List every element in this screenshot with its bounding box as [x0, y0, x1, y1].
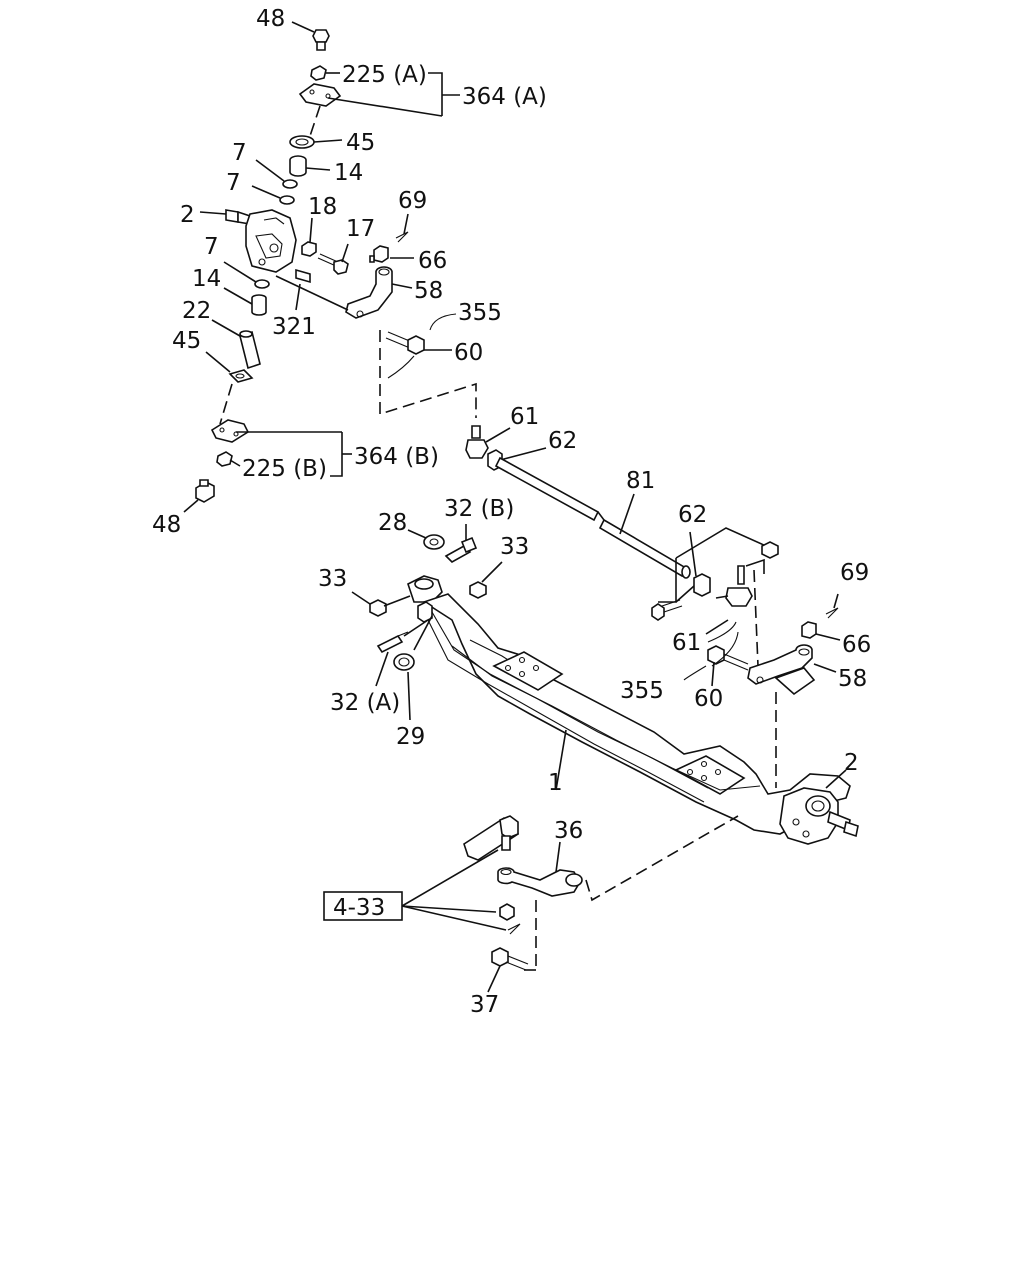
callout-14-a: 14 — [334, 160, 363, 186]
callout-61-right: 61 — [672, 630, 701, 656]
callout-22: 22 — [182, 298, 211, 324]
callout-62-top: 62 — [548, 428, 577, 454]
callout-29: 29 — [396, 724, 425, 750]
right-knuckle-2 — [779, 769, 859, 845]
steering-arm-group — [323, 815, 739, 993]
callout-33-right: 33 — [500, 534, 529, 560]
callout-355-right: 355 — [620, 678, 664, 704]
upper-king-pin-group — [183, 21, 460, 513]
callout-69-top: 69 — [398, 188, 427, 214]
callout-81: 81 — [626, 468, 655, 494]
callout-37: 37 — [470, 992, 499, 1018]
callout-28: 28 — [378, 510, 407, 536]
axle-end-parts-group — [351, 524, 503, 721]
callout-45-top: 45 — [346, 130, 375, 156]
callout-61-top: 61 — [510, 404, 539, 430]
callout-48-bottom: 48 — [152, 512, 181, 538]
callout-32a: 32 (A) — [330, 690, 400, 716]
callout-reference-4-33: 4-33 — [333, 895, 385, 921]
callout-62-right: 62 — [678, 502, 707, 528]
tie-rod-81 — [494, 456, 691, 579]
callout-355-top: 355 — [458, 300, 502, 326]
callout-33-left: 33 — [318, 566, 347, 592]
callout-14-b: 14 — [192, 266, 221, 292]
callout-7-b: 7 — [226, 170, 241, 196]
callout-2-right: 2 — [844, 750, 859, 776]
callout-32b: 32 (B) — [444, 496, 514, 522]
callout-321: 321 — [272, 314, 316, 340]
right-tie-rod-end-group — [651, 527, 841, 788]
callout-66-top: 66 — [418, 248, 447, 274]
callout-1: 1 — [548, 770, 563, 796]
callout-18: 18 — [308, 194, 337, 220]
callout-2-left: 2 — [180, 202, 195, 228]
callout-60-top: 60 — [454, 340, 483, 366]
callout-7-a: 7 — [232, 140, 247, 166]
callout-364a: 364 (A) — [462, 84, 547, 110]
callout-45-mid: 45 — [172, 328, 201, 354]
callout-58-top: 58 — [414, 278, 443, 304]
callout-364b: 364 (B) — [354, 444, 439, 470]
callout-17: 17 — [346, 216, 375, 242]
callout-60-right: 60 — [694, 686, 723, 712]
callout-labels: 48 225 (A) 364 (A) 45 7 14 7 2 18 17 69 … — [152, 6, 871, 1018]
callout-69-right: 69 — [840, 560, 869, 586]
callout-7-c: 7 — [204, 234, 219, 260]
callout-225a: 225 (A) — [342, 62, 427, 88]
callout-225b: 225 (B) — [242, 456, 327, 482]
callout-36: 36 — [554, 818, 583, 844]
reference-box — [323, 891, 403, 921]
callout-66-right: 66 — [842, 632, 871, 658]
callout-48-top: 48 — [256, 6, 285, 32]
axle-beam-1 — [407, 575, 851, 835]
callout-58-right: 58 — [838, 666, 867, 692]
